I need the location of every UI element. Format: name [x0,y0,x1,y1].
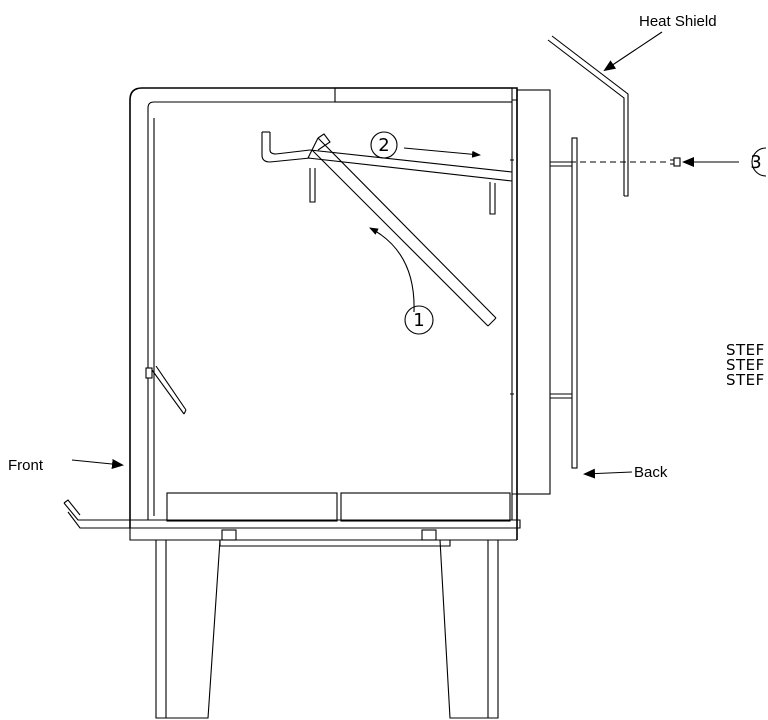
screw-alignment [550,157,739,167]
heat-shield-part [547,35,629,197]
front-label: Front [8,457,44,474]
heat-shield-label: Heat Shield [639,13,717,30]
stove-legs [155,529,499,719]
ash-lip [63,492,521,529]
diagonal-rod [307,133,497,327]
step-3-label: STEF [726,371,765,389]
callout-two: 2 [370,131,398,159]
back-arrow [583,468,633,479]
heat-shield-arrow [603,31,663,72]
front-arrow [71,459,124,469]
back-label: Back [634,464,668,481]
callout-three: 3 [750,147,767,177]
callout-one: 1 [404,305,434,335]
step-2-label: STEF [726,356,765,374]
callout-three-number: 3 [750,152,761,173]
callout-one-arrow [369,227,415,313]
step-1-label: STEF [726,341,765,359]
rear-flue-collar [510,89,578,495]
callout-one-number: 1 [413,310,424,331]
stove-body [129,87,518,541]
callout-two-number: 2 [378,135,389,156]
callout-two-arrow [403,147,481,158]
front-latch [145,365,187,415]
steps-list: STEF STEF STEF [726,341,765,389]
